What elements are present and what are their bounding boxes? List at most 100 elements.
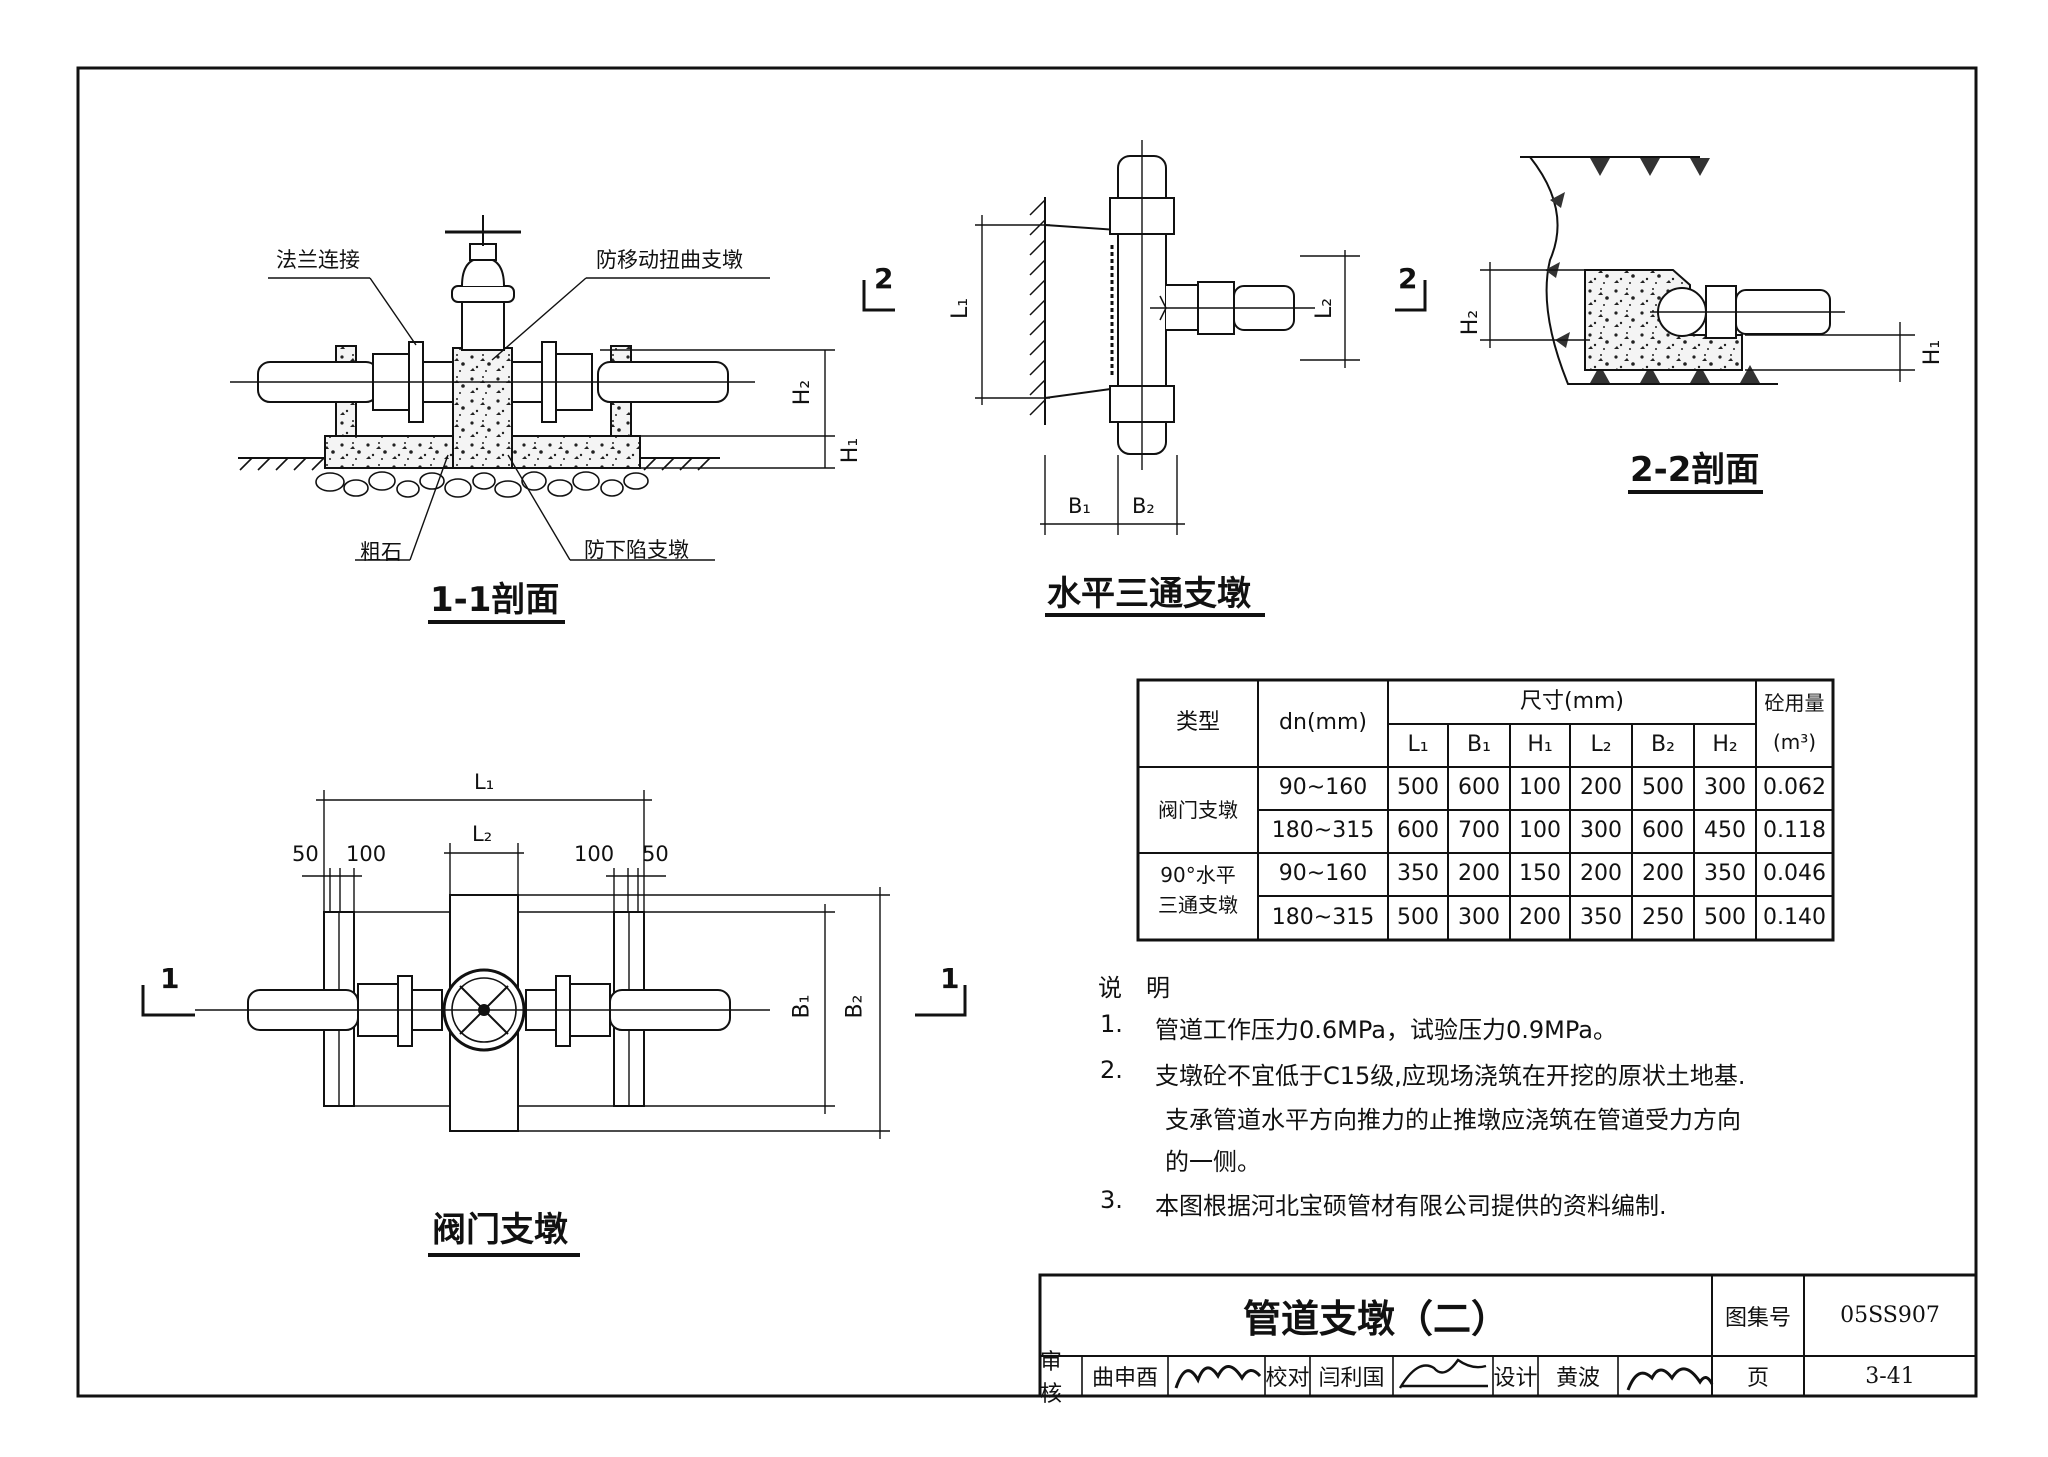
designer-signature (1626, 1367, 1714, 1391)
section-2-2-drawing (1480, 156, 1915, 494)
table-cell: 300 (1704, 775, 1746, 801)
table-cell: 500 (1397, 904, 1439, 930)
cut-mark-1-left: 1 (160, 962, 180, 995)
atlas-number: 05SS907 (1840, 1303, 1940, 1328)
table-cell: 600 (1397, 818, 1439, 844)
dim-b2-label-valve: B₂ (842, 994, 868, 1019)
table-header-concrete-unit: (m³) (1772, 730, 1817, 754)
dim-l2-label-valve: L₂ (472, 822, 493, 846)
table-cell: 300 (1580, 818, 1622, 844)
dim-b2-label: B₂ (1132, 494, 1155, 518)
dim-h1-label: H₁ (838, 437, 864, 464)
page-number: 3-41 (1865, 1363, 1915, 1389)
dim-l1-label: L₁ (948, 297, 974, 320)
table-cell: 700 (1458, 818, 1500, 844)
note-2-cont-1: 支承管道水平方向推力的止推墩应浇筑在管道受力方向 (1165, 1106, 1741, 1134)
table-cell: 600 (1642, 818, 1684, 844)
dim-h1-label-2-2: H₁ (1920, 339, 1946, 366)
designer-name: 黄波 (1555, 1366, 1600, 1391)
drawing-title: 管道支墩（二） (1242, 1297, 1509, 1341)
anti-move-support-label: 防移动扭曲支墩 (596, 248, 743, 272)
dim-50-left: 50 (292, 842, 319, 866)
dim-l2-label: L₂ (1312, 297, 1338, 320)
table-col-h2: H₂ (1712, 732, 1738, 758)
table-cell: 200 (1580, 861, 1622, 887)
table-cell: 350 (1704, 861, 1746, 887)
valve-support-drawing (141, 790, 967, 1257)
table-cell-concrete: 0.046 (1763, 861, 1826, 887)
check-label: 校对 (1265, 1366, 1310, 1391)
dim-h2-label-2-2: H₂ (1458, 309, 1484, 336)
reviewer-signature (1174, 1365, 1262, 1389)
cut-mark-2-right: 2 (1398, 262, 1418, 295)
sheet-border (76, 66, 1978, 1398)
table-row-dn: 180~315 (1271, 904, 1375, 930)
dim-l1-label-valve: L₁ (474, 770, 495, 794)
notes-heading: 说 明 (1098, 974, 1170, 1002)
coarse-stone-label: 粗石 (360, 540, 402, 564)
title-block-grid (1038, 1273, 1978, 1398)
note-2-cont-2: 的一侧。 (1165, 1148, 1261, 1176)
valve-support-title: 阀门支墩 (432, 1210, 568, 1250)
table-cell: 350 (1580, 904, 1622, 930)
table-cell: 200 (1519, 904, 1561, 930)
cut-mark-2-left: 2 (874, 262, 894, 295)
note-1-number: 1. (1100, 1010, 1123, 1038)
note-2-text: 支墩砼不宜低于C15级,应现场浇筑在开挖的原状土地基. (1155, 1062, 1746, 1090)
table-group-valve: 阀门支墩 (1158, 798, 1238, 822)
table-header-type: 类型 (1175, 710, 1220, 736)
table-cell: 200 (1580, 775, 1622, 801)
note-2-number: 2. (1100, 1056, 1123, 1084)
table-group-tee-line2: 三通支墩 (1158, 893, 1238, 917)
note-1-text: 管道工作压力0.6MPa，试验压力0.9MPa。 (1155, 1016, 1617, 1044)
dim-h2-label: H₂ (790, 379, 816, 406)
table-cell: 500 (1704, 904, 1746, 930)
table-group-tee-line1: 90°水平 (1160, 863, 1236, 887)
table-cell: 200 (1642, 861, 1684, 887)
table-row-dn: 90~160 (1278, 775, 1368, 801)
review-label: 审核 (1040, 1350, 1063, 1407)
table-col-b1: B₁ (1467, 732, 1491, 758)
table-cell: 100 (1519, 775, 1561, 801)
table-cell: 450 (1704, 818, 1746, 844)
table-cell: 100 (1519, 818, 1561, 844)
table-col-h1: H₁ (1527, 732, 1553, 758)
tee-support-title: 水平三通支墩 (1047, 574, 1251, 614)
table-row-dn: 90~160 (1278, 861, 1368, 887)
anti-sink-support-label: 防下陷支墩 (584, 538, 689, 562)
dim-50-right: 50 (642, 842, 669, 866)
reviewer-name: 曲申酉 (1091, 1366, 1158, 1391)
table-cell: 600 (1458, 775, 1500, 801)
checker-signature (1398, 1358, 1488, 1389)
table-col-b2: B₂ (1651, 732, 1675, 758)
dim-b1-label: B₁ (1068, 494, 1091, 518)
checker-name: 闫利国 (1318, 1366, 1385, 1391)
table-row-dn: 180~315 (1271, 818, 1375, 844)
table-cell: 300 (1458, 904, 1500, 930)
table-cell-concrete: 0.118 (1763, 818, 1826, 844)
flange-connection-label: 法兰连接 (276, 248, 360, 272)
table-cell: 500 (1397, 775, 1439, 801)
note-3-text: 本图根据河北宝硕管材有限公司提供的资料编制. (1155, 1192, 1667, 1220)
table-cell: 500 (1642, 775, 1684, 801)
design-label: 设计 (1493, 1366, 1538, 1391)
dim-100-left: 100 (346, 842, 387, 866)
atlas-number-label: 图集号 (1724, 1305, 1791, 1331)
table-header-dn: dn(mm) (1279, 710, 1367, 736)
table-cell: 200 (1458, 861, 1500, 887)
table-cell-concrete: 0.062 (1763, 775, 1826, 801)
table-col-l1: L₁ (1407, 732, 1429, 758)
cut-mark-1-right: 1 (940, 962, 960, 995)
dim-100-right: 100 (574, 842, 615, 866)
table-cell: 250 (1642, 904, 1684, 930)
tee-support-drawing (862, 140, 1427, 617)
note-3-number: 3. (1100, 1186, 1123, 1214)
section-1-1-title: 1-1剖面 (430, 580, 560, 620)
table-header-size: 尺寸(mm) (1519, 688, 1625, 714)
dim-b1-label-valve: B₁ (789, 994, 815, 1019)
table-cell-concrete: 0.140 (1763, 904, 1826, 930)
table-cell: 350 (1397, 861, 1439, 887)
spec-table-grid (1136, 678, 1835, 942)
page-label: 页 (1746, 1366, 1769, 1391)
section-1-1-drawing (230, 215, 835, 624)
